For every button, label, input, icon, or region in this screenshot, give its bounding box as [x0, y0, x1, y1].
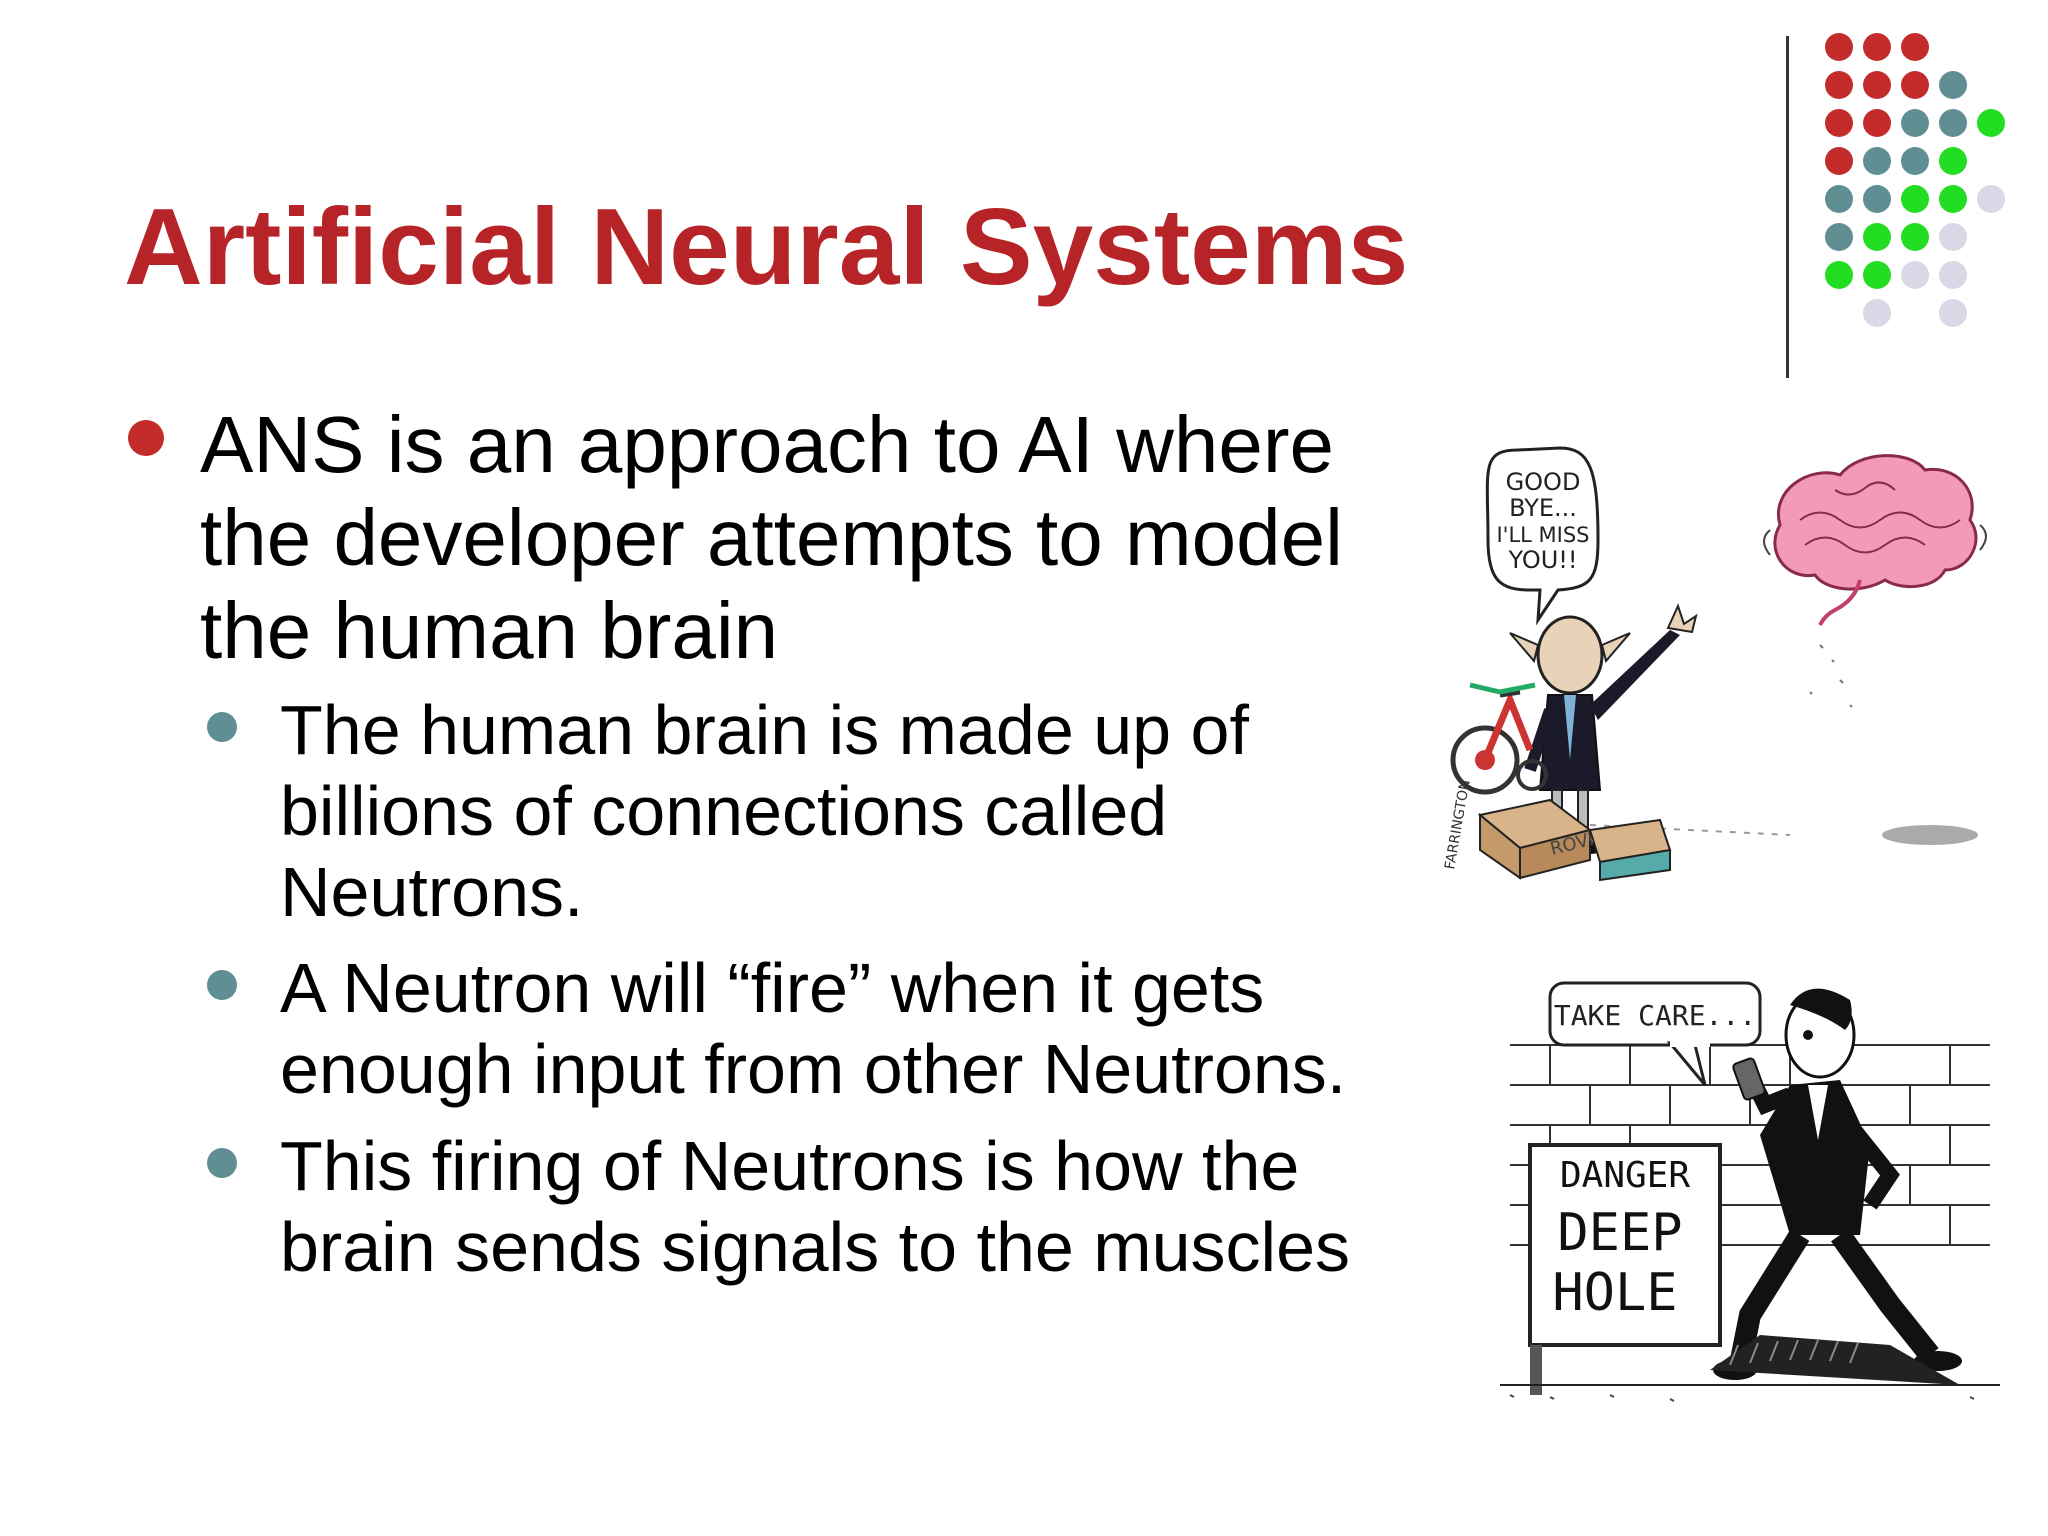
decorative-dot [1863, 223, 1891, 251]
decorative-dot [1863, 299, 1891, 327]
decorative-dot [1901, 71, 1929, 99]
decorative-dot [1863, 71, 1891, 99]
decorative-dot [1901, 147, 1929, 175]
cartoon-deep-hole: TAKE CARE... DANGER DEEP HOLE [1500, 981, 2000, 1402]
decorative-dot [1901, 261, 1929, 289]
decorative-dot [1977, 109, 2005, 137]
decorative-dot [1863, 261, 1891, 289]
sub-bullet-1: The human brain is made up of billions o… [280, 691, 1249, 931]
decorative-dot-grid [1825, 33, 2005, 327]
sub-bullet-marker [207, 970, 237, 1000]
waving-figure [1509, 603, 1978, 854]
speech-bubble: TAKE CARE... [1548, 981, 1762, 1086]
decorative-dot [1939, 185, 1967, 213]
bullet-text: ANS is an approach to AI where the devel… [200, 400, 1343, 675]
speech-bubble: GOOD BYE... I'LL MISS YOU!! [1485, 446, 1600, 626]
sign-line-1: DANGER [1560, 1155, 1690, 1196]
sign-line-3: HOLE [1552, 1263, 1677, 1323]
decorative-dot [1977, 185, 2005, 213]
brain-icon [1763, 454, 1987, 626]
decorative-dot [1825, 71, 1853, 99]
bullet-marker [128, 420, 164, 456]
hole [1500, 1335, 2000, 1402]
sub-bullet-marker [207, 712, 237, 742]
danger-sign: DANGER DEEP HOLE [1528, 1143, 1722, 1395]
decorative-dot [1863, 147, 1891, 175]
slide-title: Artificial Neural Systems [124, 186, 1409, 308]
sub-bullet-2: A Neutron will “fire” when it gets enoug… [280, 949, 1347, 1108]
decorative-dot [1825, 109, 1853, 137]
decorative-dot [1939, 299, 1967, 327]
decorative-dot [1825, 223, 1853, 251]
tricycle-icon [1450, 682, 1548, 795]
divider-line [1786, 36, 1789, 378]
walking-man [1713, 988, 1962, 1380]
decorative-dot [1939, 147, 1967, 175]
decorative-dot [1939, 223, 1967, 251]
speech-line-4: YOU!! [1507, 546, 1577, 574]
decorative-dot [1825, 185, 1853, 213]
decorative-dot [1939, 261, 1967, 289]
decorative-dot [1901, 223, 1929, 251]
sign-line-2: DEEP [1557, 1203, 1682, 1263]
decorative-dot [1901, 185, 1929, 213]
speech-line-2: BYE... [1509, 494, 1577, 522]
speech-line-3: I'LL MISS [1496, 523, 1589, 547]
decorative-dot [1901, 109, 1929, 137]
decorative-dot [1825, 33, 1853, 61]
decorative-dot [1825, 147, 1853, 175]
sub-bullet-marker [207, 1148, 237, 1178]
decorative-dot [1863, 33, 1891, 61]
decorative-dot [1901, 33, 1929, 61]
decorative-dot [1863, 109, 1891, 137]
decorative-dot [1825, 261, 1853, 289]
speech-line-1: GOOD [1506, 468, 1581, 496]
cartoon-brain-goodbye: GOOD BYE... I'LL MISS YOU!! [1442, 446, 1987, 882]
decorative-dot [1939, 71, 1967, 99]
cartoonist-signature: FARRINGTON [1442, 778, 1474, 870]
decorative-dot [1863, 185, 1891, 213]
sub-bullet-3: This firing of Neutrons is how the brain… [280, 1127, 1350, 1286]
speech-text: TAKE CARE... [1554, 999, 1756, 1032]
decorative-dot [1939, 109, 1967, 137]
rover-box: ROVER FARRINGTON [1442, 778, 1672, 882]
